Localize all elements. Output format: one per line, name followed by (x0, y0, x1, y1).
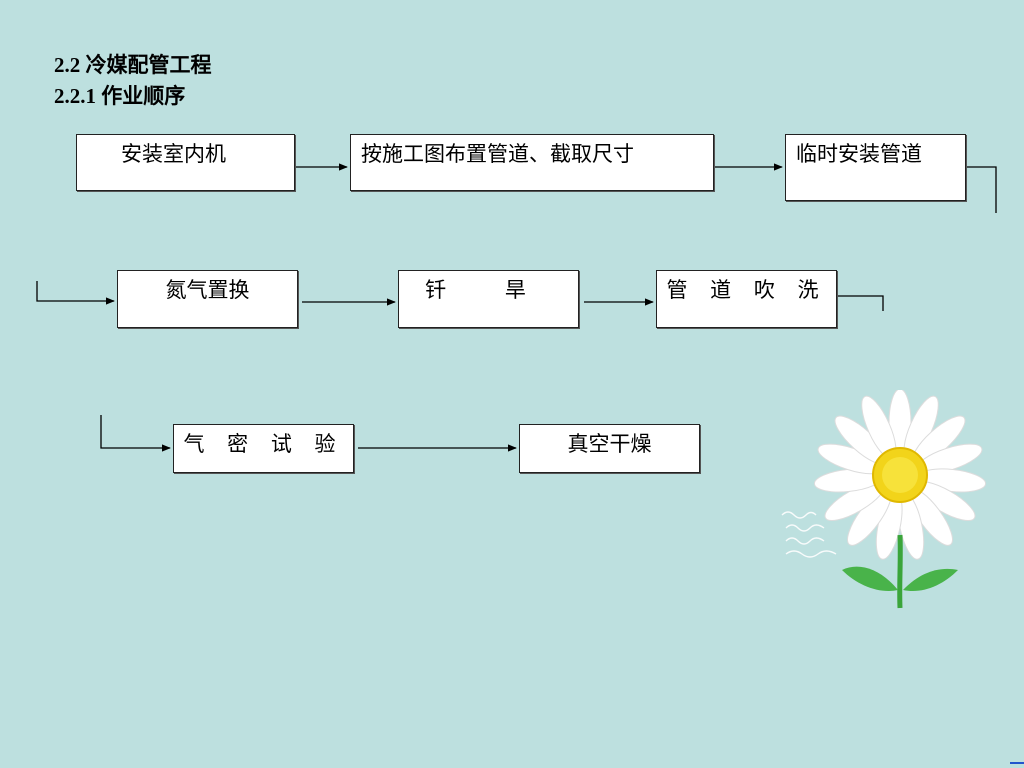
step-brazing: 钎 旱 (398, 270, 579, 328)
arrow-6-to-7 (100, 415, 171, 452)
row1-exit-line (967, 166, 997, 213)
subsection-title: 2.2.1 作业顺序 (54, 84, 186, 108)
daisy-flower-icon (781, 390, 987, 609)
step-pipe-flushing: 管 道 吹 洗 (656, 270, 837, 328)
step-temporary-pipe-install: 临时安装管道 (785, 134, 966, 201)
step-nitrogen-replacement: 氮气置换 (117, 270, 298, 328)
arrow-3-to-4 (36, 281, 115, 305)
section-title: 2.2 冷媒配管工程 (54, 53, 212, 77)
step-airtight-test: 气 密 试 验 (173, 424, 354, 473)
corner-link-mark (1010, 762, 1024, 764)
row2-exit-line (838, 295, 884, 311)
step-vacuum-drying: 真空干燥 (519, 424, 700, 473)
step-install-indoor-unit: 安装室内机 (76, 134, 295, 191)
step-layout-and-cut-pipes: 按施工图布置管道、截取尺寸 (350, 134, 714, 191)
